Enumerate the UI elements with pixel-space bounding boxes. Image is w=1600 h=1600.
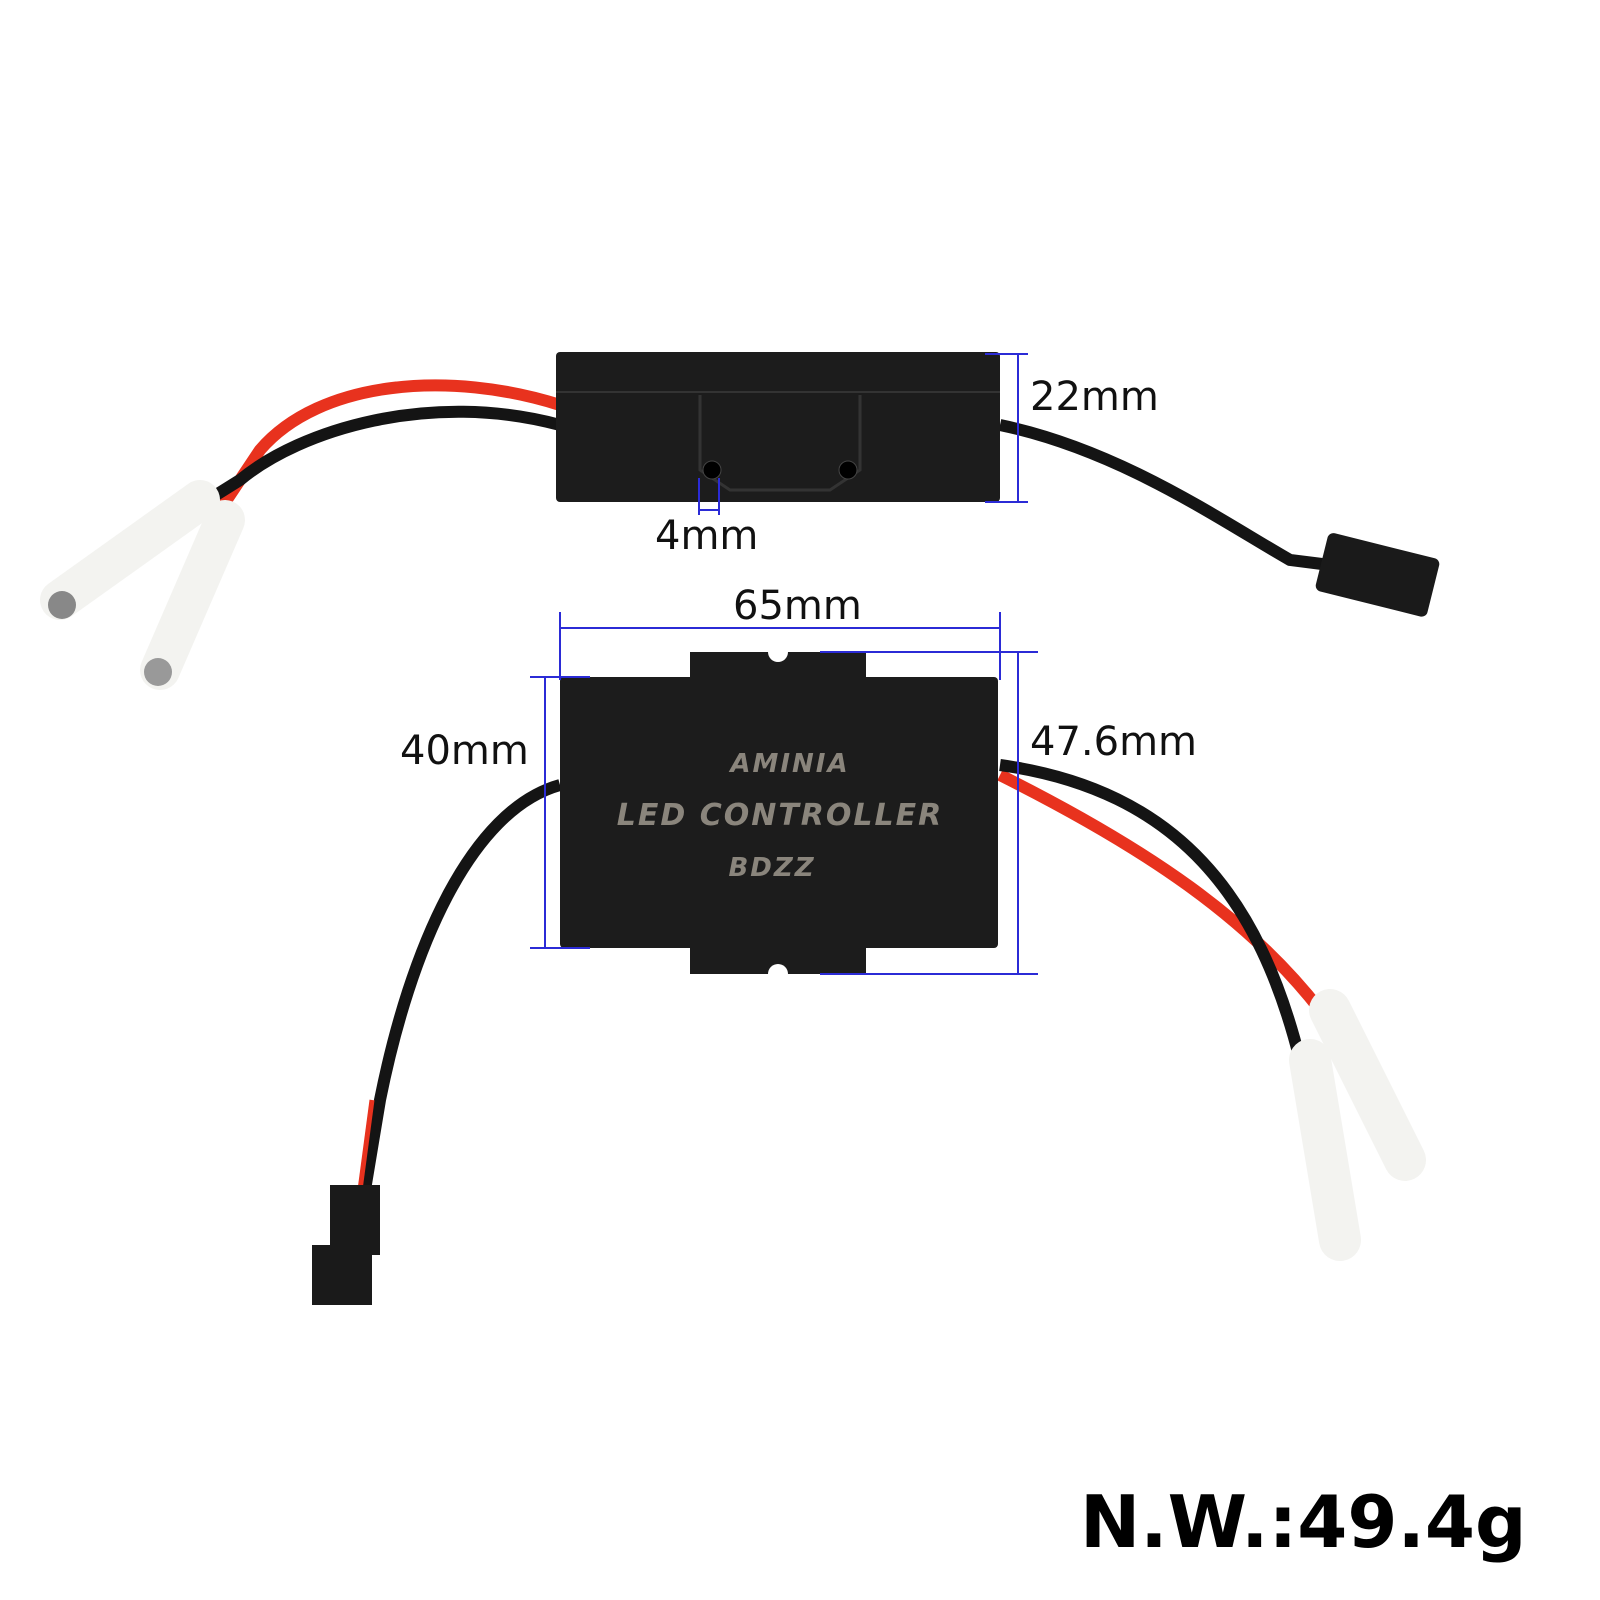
- net-weight-label: N.W.:49.4g: [1080, 1480, 1527, 1564]
- top-housing: [556, 352, 1000, 502]
- bottom-housing: AMINIA LED CONTROLLER BDZZ: [560, 642, 998, 984]
- top-white-connectors: [40, 480, 245, 690]
- top-black-plug: [1315, 533, 1440, 617]
- dimension-lines: [530, 353, 1038, 975]
- bottom-left-plug: [312, 1185, 380, 1305]
- product-name-logo-text: LED CONTROLLER: [617, 798, 943, 833]
- top-right-wire: [998, 419, 1331, 571]
- top-left-wires: [196, 379, 562, 514]
- model-logo-text: BDZZ: [728, 853, 815, 883]
- hole-size-label: 4mm: [655, 513, 759, 559]
- brand-logo-text: AMINIA: [728, 749, 849, 779]
- inner-height-label: 40mm: [400, 728, 529, 774]
- bottom-left-wire: [357, 779, 562, 1191]
- bottom-white-connectors: [1289, 989, 1426, 1261]
- bottom-right-wires: [997, 759, 1325, 1062]
- height-side-label: 22mm: [1030, 374, 1159, 420]
- width-label: 65mm: [733, 583, 862, 629]
- outer-height-label: 47.6mm: [1030, 719, 1197, 765]
